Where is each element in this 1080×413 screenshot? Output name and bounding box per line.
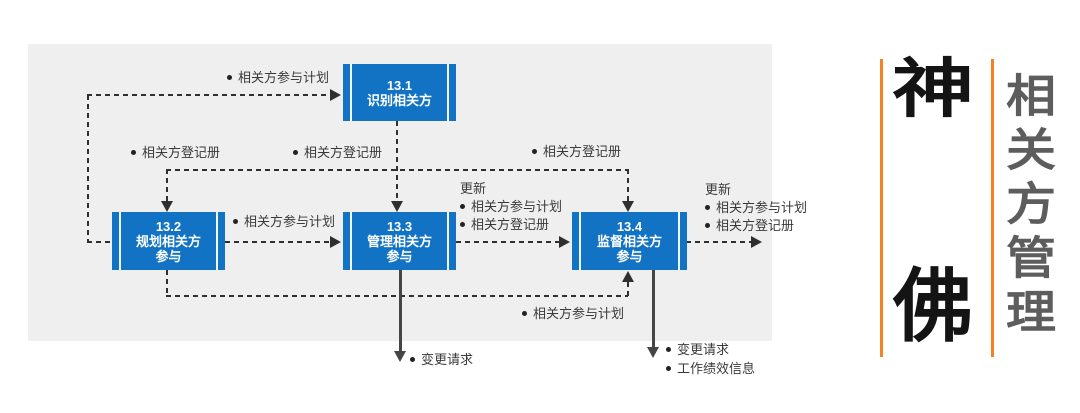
bullet-icon [522,311,527,316]
bullet-icon [227,75,232,80]
flow-label-register-mid: 相关方登记册 [293,142,382,161]
bullet-icon [666,347,671,352]
box-edge-stripe [447,64,449,121]
connector-left-into-13-2 [87,241,113,243]
connector-to-13-1 [87,94,330,96]
connector-13-1-down [396,121,398,203]
bullet-icon [705,205,710,210]
update-title: 更新 [460,181,487,196]
box-edge-stripe [447,212,449,270]
bullet-icon [460,222,465,227]
box-edge-stripe [119,212,121,270]
bullet-icon [666,366,671,371]
box-edge-stripe [579,212,581,270]
output-item: 变更请求 [666,340,755,359]
output-label-change-request: 变更请求 [410,349,473,368]
bullet-icon [410,357,415,362]
bullet-icon [233,219,238,224]
box-edge-stripe [350,212,352,270]
output-item: 工作绩效信息 [666,359,755,378]
bullet-icon [532,149,537,154]
box-edge-stripe [678,212,680,270]
box-edge-stripe [216,212,218,270]
arrowhead-into-13-4-top [622,201,634,212]
update-block-mid: 更新 相关方参与计划 相关方登记册 [460,180,562,234]
update-item: 相关方参与计划 [705,199,807,217]
orange-divider-right [991,59,994,357]
arrowhead-into-13-3-left [330,236,341,248]
arrowhead-into-13-1 [330,89,341,101]
flow-label-plan-top: 相关方参与计划 [227,67,329,86]
connector-up-to-13-4 [627,282,629,297]
connector-bottom-feedback [166,295,628,297]
connector-register-distribution [166,169,628,171]
connector-down-to-13-4 [627,169,629,202]
arrowhead-output-right [751,236,762,248]
output-block-13-4: 变更请求 工作绩效信息 [666,340,755,378]
update-item: 相关方参与计划 [460,198,562,216]
logo-char-top: 神 [891,54,974,126]
arrowhead-into-13-2-top [161,201,173,212]
flow-label-plan-bottom: 相关方参与计划 [522,303,624,322]
connector-down-to-13-2 [166,169,168,202]
update-item: 相关方登记册 [705,217,807,235]
vertical-title: 相关方管理 [1006,70,1056,338]
connector-13-2-bottom [166,270,168,297]
arrowhead-into-13-4-left [559,236,570,248]
update-title: 更新 [705,182,732,197]
flow-label-plan-12-13: 相关方参与计划 [233,211,335,230]
bullet-icon [460,204,465,209]
flow-label-register-left: 相关方登记册 [131,142,220,161]
bullet-icon [293,150,298,155]
connector-13-4-output-right [686,241,752,243]
arrowhead-13-3-output [394,351,406,362]
connector-13-2-to-13-3 [225,241,330,243]
arrowhead-13-4-output [647,347,659,358]
arrowhead-into-13-3-top [391,201,403,212]
bullet-icon [705,223,710,228]
output-line-13-3 [399,270,402,352]
logo-char-bottom: 佛 [893,262,973,351]
box-edge-stripe [350,64,352,121]
update-block-right: 更新 相关方参与计划 相关方登记册 [705,181,807,235]
bullet-icon [131,150,136,155]
update-item: 相关方登记册 [460,216,562,234]
arrowhead-into-13-4-bottom [622,271,634,282]
connector-13-3-to-13-4 [456,241,560,243]
connector-feedback-left-vertical [87,95,89,242]
output-line-13-4 [652,270,655,348]
orange-divider-left [880,59,883,357]
flow-label-register-right: 相关方登记册 [532,141,621,160]
